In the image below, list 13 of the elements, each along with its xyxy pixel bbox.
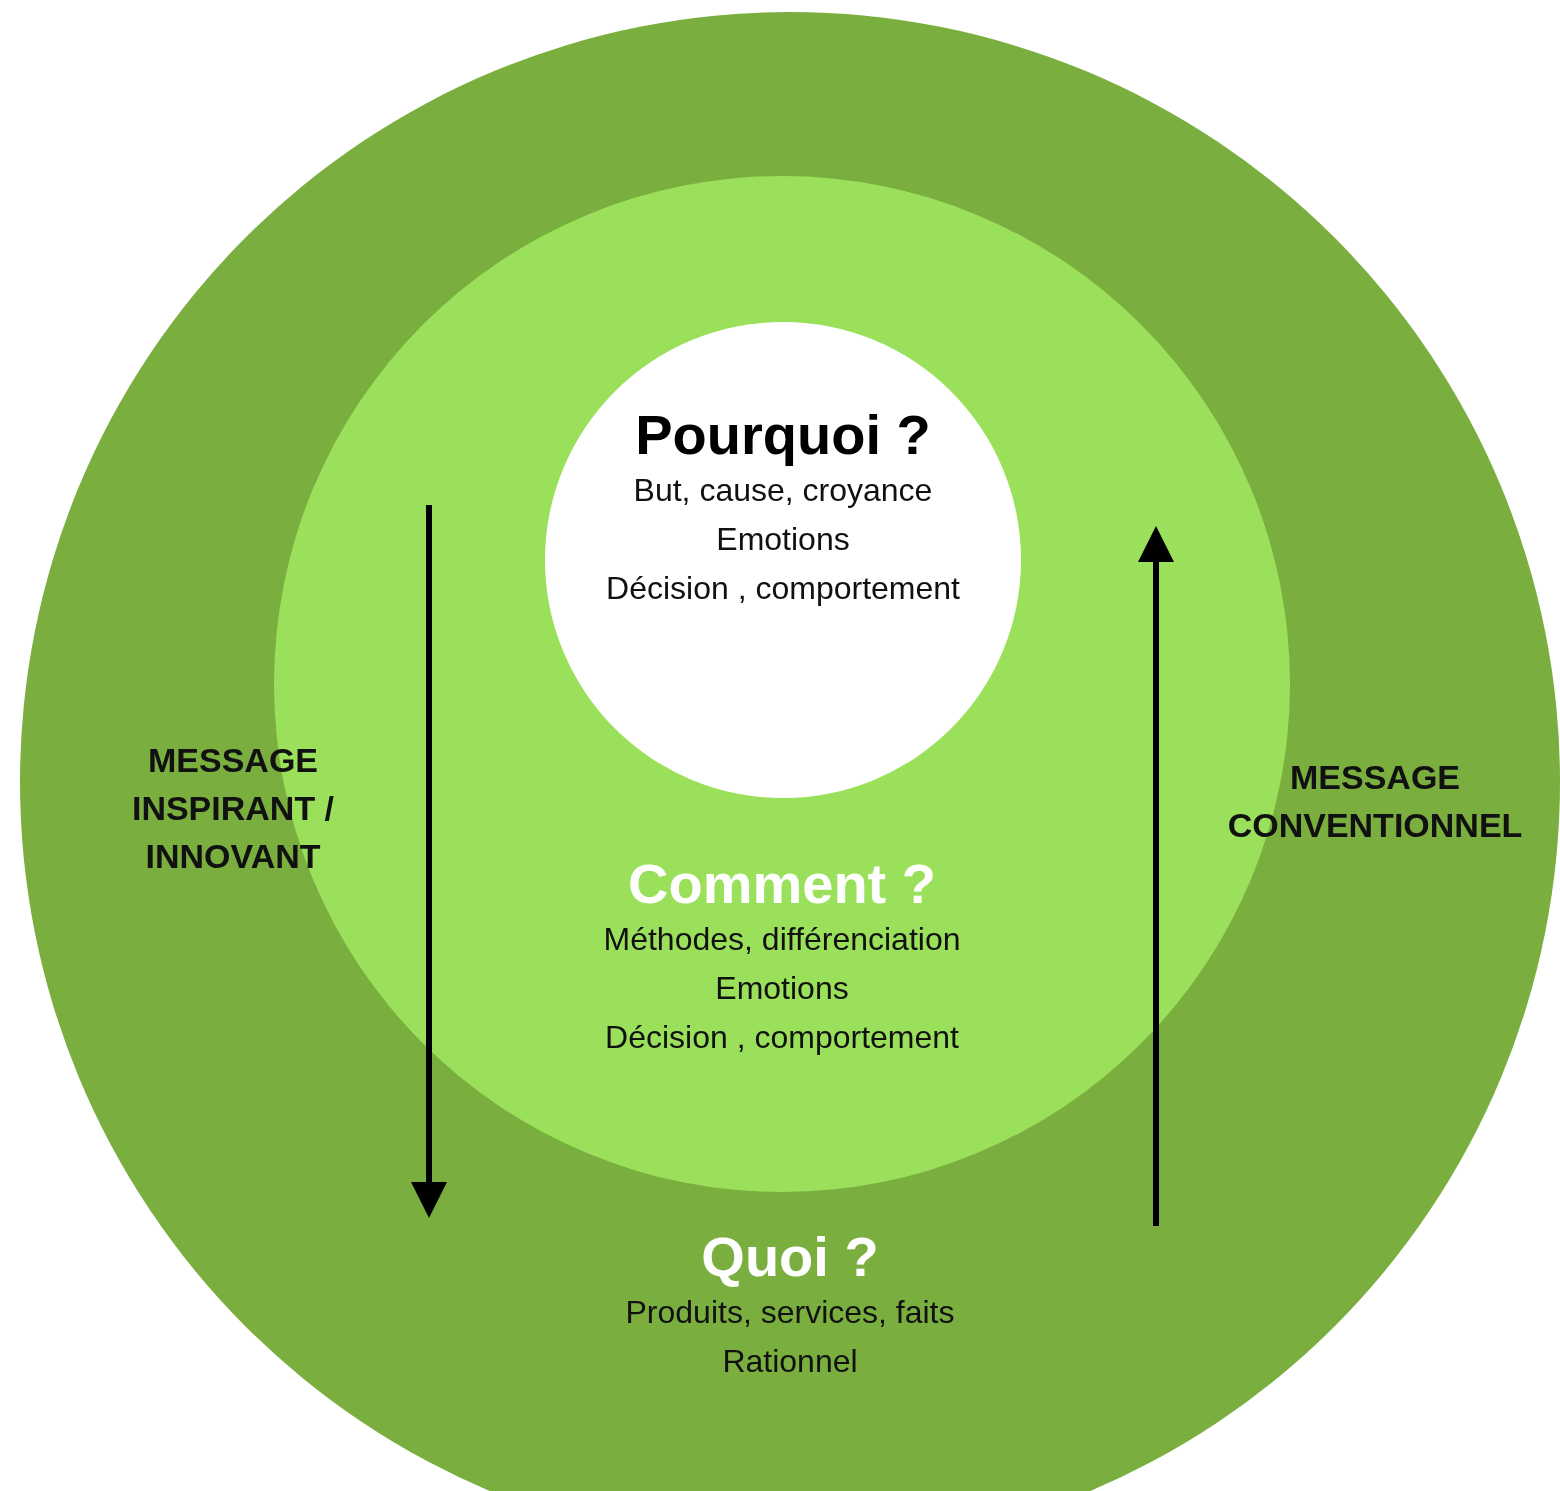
circle-title: Quoi ?	[700, 1226, 880, 1288]
circle-text: But, cause, croyance	[632, 471, 934, 510]
circle-text: Emotions	[714, 969, 850, 1008]
circle-text: Produits, services, faits	[624, 1293, 956, 1332]
circle-text: Rationnel	[721, 1342, 859, 1381]
side-label: MESSAGE CONVENTIONNEL	[1226, 757, 1524, 846]
circle-text: Méthodes, différenciation	[602, 920, 962, 959]
circle-text: Décision , comportement	[605, 569, 961, 608]
circle-title: Comment ?	[627, 853, 937, 915]
circle-text: Décision , comportement	[604, 1018, 960, 1057]
circle-title: Pourquoi ?	[634, 404, 932, 466]
side-label: MESSAGE INSPIRANT / INNOVANT	[130, 740, 336, 877]
circle-text: Emotions	[715, 520, 851, 559]
